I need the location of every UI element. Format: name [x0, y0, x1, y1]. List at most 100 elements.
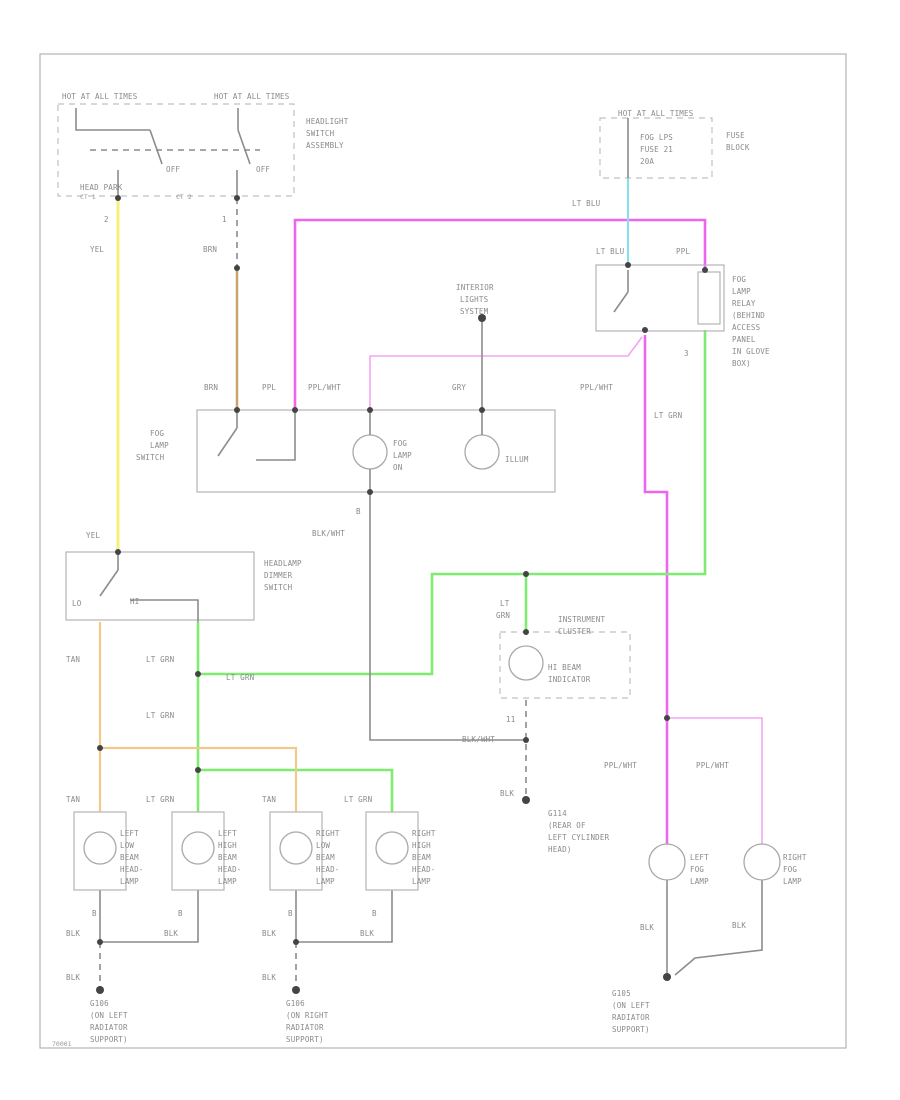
lo-label: LO: [72, 599, 82, 608]
svg-text:FOG: FOG: [690, 865, 704, 874]
interior-lights-node: [478, 314, 486, 322]
right-fog-label: RIGHT FOG LAMP: [783, 853, 807, 886]
fog-on-l3: ON: [393, 463, 402, 472]
fuse-name-l3: 20A: [640, 157, 654, 166]
fog-switch-l3: SWITCH: [136, 453, 165, 462]
off-label-1: OFF: [166, 165, 180, 174]
lamp-right-low-label: RIGHT LOW BEAM HEAD- LAMP: [316, 829, 340, 886]
fog-on-l1: FOG: [393, 439, 407, 448]
relay-desc: FOG LAMP RELAY (BEHIND ACCESS PANEL IN G…: [732, 275, 770, 368]
svg-text:LEFT: LEFT: [120, 829, 139, 838]
svg-text:(ON RIGHT: (ON RIGHT: [286, 1011, 329, 1020]
interior-lights-l1: INTERIOR: [456, 283, 494, 292]
blk-a: BLK: [66, 929, 80, 938]
svg-text:LOW: LOW: [120, 841, 134, 850]
fuse-hot-label: HOT AT ALL TIMES: [618, 109, 694, 118]
svg-text:PANEL: PANEL: [732, 335, 756, 344]
ct2-label: CT 2: [176, 193, 192, 201]
svg-text:SUPPORT): SUPPORT): [612, 1025, 650, 1034]
svg-text:(ON LEFT: (ON LEFT: [612, 1001, 650, 1010]
blk-h: BLK: [262, 973, 276, 982]
svg-text:LEFT: LEFT: [690, 853, 709, 862]
blk-wht-label-1: BLK/WHT: [312, 529, 345, 538]
svg-text:IN GLOVE: IN GLOVE: [732, 347, 770, 356]
brn-top-label: BRN: [203, 245, 217, 254]
ppl-wht-label-4: PPL/WHT: [696, 761, 729, 770]
svg-text:RADIATOR: RADIATOR: [286, 1023, 324, 1032]
fog-on-l2: LAMP: [393, 451, 412, 460]
lt-blu-top-label: LT BLU: [572, 199, 600, 208]
instrument-cluster-l1: INSTRUMENT: [558, 615, 605, 624]
right-high-beam-box: [365, 811, 419, 891]
relay-pin-3: 3: [684, 349, 689, 358]
ppl-wht-label-1: PPL/WHT: [308, 383, 341, 392]
svg-text:LAMP: LAMP: [732, 287, 751, 296]
ppl-relay-label: PPL: [676, 247, 690, 256]
interior-lights-l3: SYSTEM: [460, 307, 489, 316]
svg-text:LAMP: LAMP: [690, 877, 709, 886]
off-label-2: OFF: [256, 165, 270, 174]
fuse-name-l1: FOG LPS: [640, 133, 673, 142]
pin-11-label: 11: [506, 715, 515, 724]
svg-text:(ON LEFT: (ON LEFT: [90, 1011, 128, 1020]
headlight-switch-box: [57, 103, 295, 197]
headlight-switch-l2: SWITCH: [306, 129, 335, 138]
ppl-mid-label: PPL: [262, 383, 276, 392]
svg-text:LAMP: LAMP: [120, 877, 139, 886]
lt-grn-label-4: LT GRN: [146, 795, 174, 804]
hi-beam-l2: INDICATOR: [548, 675, 591, 684]
g106-left-label: G106 (ON LEFT RADIATOR SUPPORT): [90, 999, 128, 1044]
blk-e: BLK: [640, 923, 654, 932]
g114-l1: G114: [548, 809, 567, 818]
right-fog-lamp: [743, 843, 781, 881]
footer-code: 70001: [52, 1040, 72, 1048]
svg-text:FOG: FOG: [783, 865, 797, 874]
blk-f: BLK: [732, 921, 746, 930]
wire-ppl-top: [293, 218, 707, 410]
tan-label-3: TAN: [262, 795, 276, 804]
blk-ground-label: BLK: [500, 789, 514, 798]
blk-c: BLK: [262, 929, 276, 938]
hot-label-2: HOT AT ALL TIMES: [214, 92, 290, 101]
dimmer-l3: SWITCH: [264, 583, 293, 592]
tan-label-1: TAN: [66, 655, 80, 664]
headlight-switch-l3: ASSEMBLY: [306, 141, 344, 150]
ground-g106-left: [96, 986, 104, 994]
svg-text:G106: G106: [286, 999, 305, 1008]
svg-text:LAMP: LAMP: [783, 877, 802, 886]
svg-text:HEAD-: HEAD-: [218, 865, 242, 874]
svg-text:(BEHIND: (BEHIND: [732, 311, 765, 320]
g114-l3: LEFT CYLINDER: [548, 833, 610, 842]
fog-sw-blade: [217, 427, 238, 457]
svg-text:RIGHT: RIGHT: [316, 829, 340, 838]
lt-grn-label-5: LT GRN: [344, 795, 372, 804]
svg-text:LAMP: LAMP: [412, 877, 431, 886]
wire-tan-right-low: [100, 746, 298, 812]
svg-text:RIGHT: RIGHT: [783, 853, 807, 862]
switch-blade-1: [149, 129, 163, 165]
ground-g105: [663, 973, 671, 981]
svg-text:HIGH: HIGH: [218, 841, 237, 850]
svg-text:HEAD-: HEAD-: [316, 865, 340, 874]
svg-text:LAMP: LAMP: [218, 877, 237, 886]
pin-b3: B: [178, 909, 183, 918]
wire-ground-left: [99, 890, 199, 943]
fog-sw-out: [256, 410, 296, 461]
hi-label: HI: [130, 597, 139, 606]
wire-ppl-wht-thin: [369, 336, 643, 410]
fuse-block-box: [599, 117, 713, 179]
wire-right-fog-ground: [674, 880, 763, 976]
svg-text:ACCESS: ACCESS: [732, 323, 761, 332]
ppl-wht-label-2: PPL/WHT: [580, 383, 613, 392]
blk-wht-label-2: BLK/WHT: [462, 735, 495, 744]
svg-text:G105: G105: [612, 989, 631, 998]
lamp-left-high-label: LEFT HIGH BEAM HEAD- LAMP: [218, 829, 242, 886]
svg-text:BEAM: BEAM: [316, 853, 335, 862]
blk-b: BLK: [164, 929, 178, 938]
ground-g114: [522, 796, 530, 804]
hi-beam-l1: HI BEAM: [548, 663, 581, 672]
dimmer-switch-box: [65, 551, 255, 621]
yel-top-label: YEL: [90, 245, 104, 254]
left-low-beam-lamp: [83, 831, 117, 865]
fuse-block-l2: BLOCK: [726, 143, 750, 152]
